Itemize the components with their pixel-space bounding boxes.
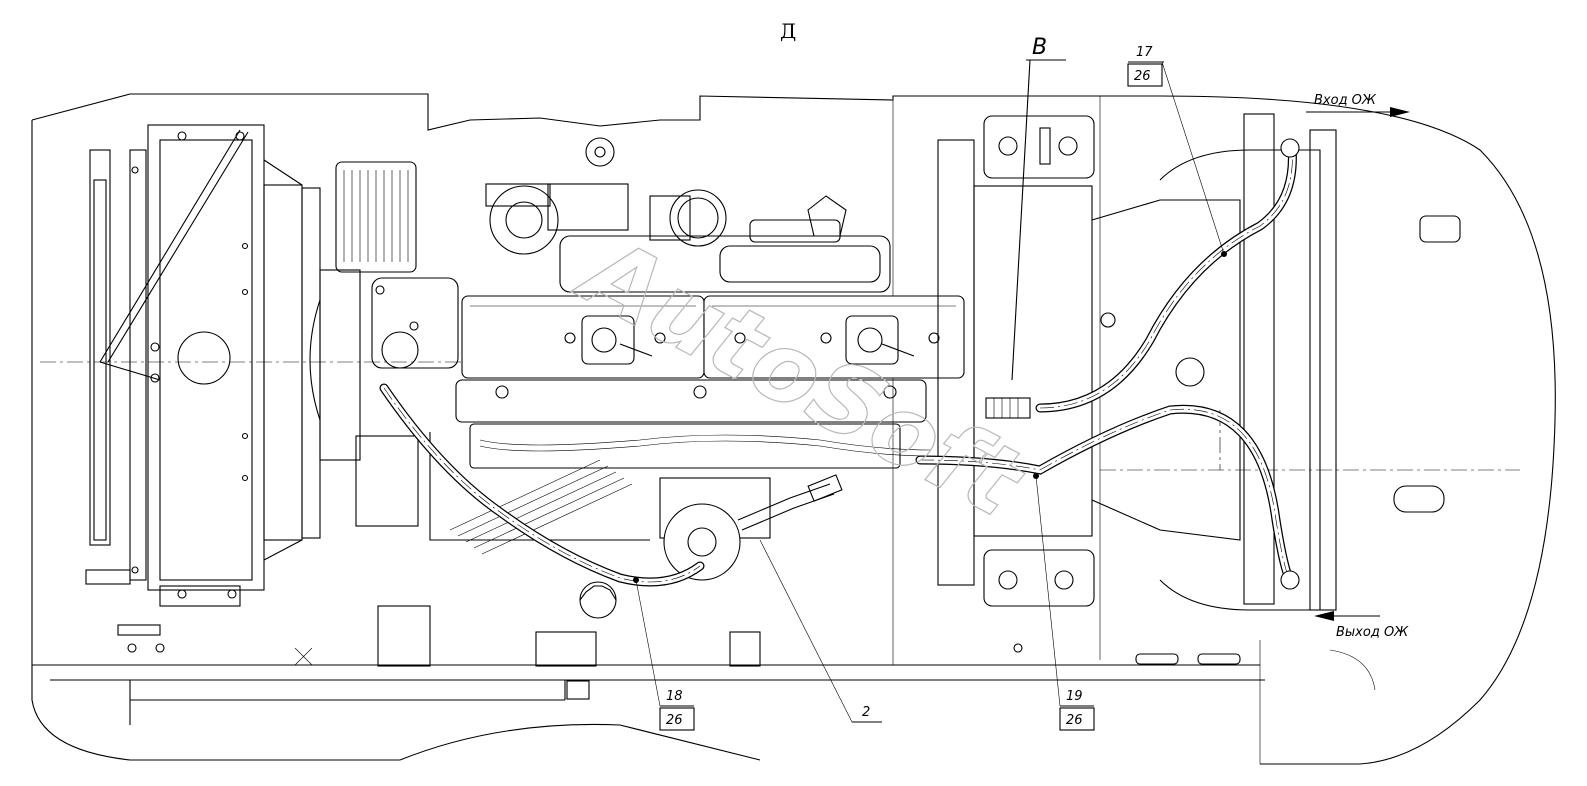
engine-block (294, 137, 965, 667)
transmission-housing (937, 113, 1520, 665)
callout-18: 18 26 (635, 579, 695, 731)
callout-17-number: 17 (1136, 45, 1153, 60)
callout-19-number: 19 (1066, 689, 1083, 704)
callout-18-number: 18 (666, 689, 683, 704)
callout-19: 19 26 (1035, 475, 1095, 731)
section-label: B (1032, 35, 1047, 60)
coolant-out-arrow: Выход ОЖ (1314, 611, 1409, 640)
coolant-in-arrow: Вход ОЖ (1306, 93, 1410, 117)
view-title: Д (780, 19, 796, 43)
coolant-out-label: Выход ОЖ (1336, 625, 1409, 640)
coolant-hoses (379, 138, 1300, 590)
callout-19-qty: 26 (1066, 713, 1083, 728)
section-marker: B (1011, 35, 1066, 381)
coolant-in-label: Вход ОЖ (1314, 93, 1377, 108)
callout-17-qty: 26 (1134, 69, 1151, 84)
radiator (40, 124, 900, 653)
frame-outline (31, 93, 1556, 765)
callout-17: 17 26 (1127, 45, 1225, 255)
callout-2-number: 2 (862, 705, 870, 720)
callout-2: 2 (759, 539, 882, 723)
callout-18-qty: 26 (666, 713, 683, 728)
